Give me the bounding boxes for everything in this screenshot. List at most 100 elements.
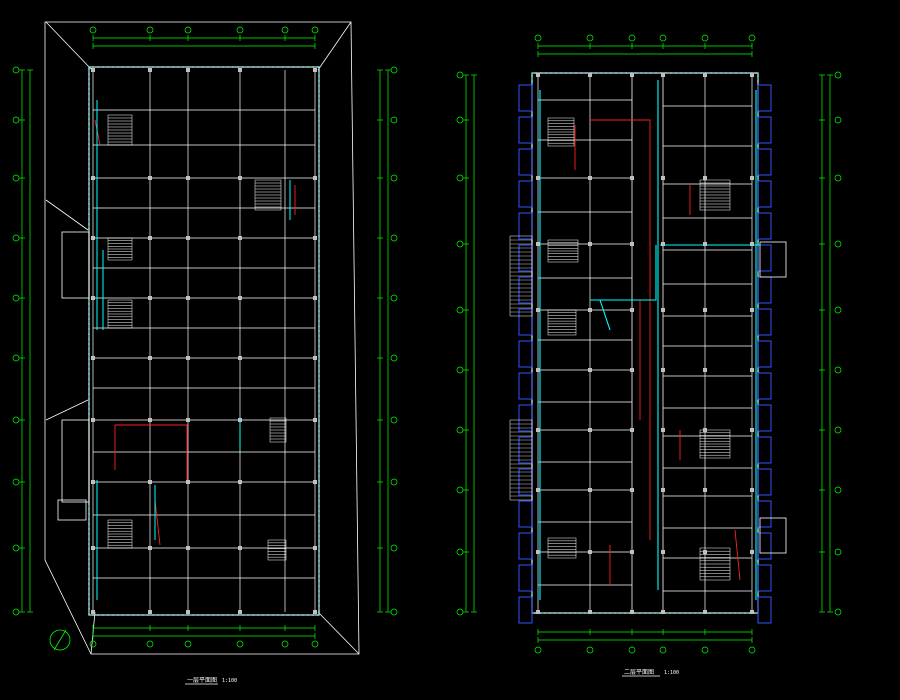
column-marker [186, 546, 190, 550]
axis-bubble-icon [534, 646, 542, 654]
window-unit [757, 84, 772, 112]
column-marker [148, 546, 152, 550]
column-marker [703, 176, 707, 180]
left-roof-outline [44, 21, 360, 655]
axis-bubble-icon [456, 71, 464, 79]
column-marker [630, 176, 634, 180]
north-arrow-icon [49, 629, 71, 651]
column-marker [536, 242, 540, 246]
left-plan-title-block: 一层平面图 1:100 [185, 677, 237, 685]
column-marker [630, 242, 634, 246]
left-staircases [107, 114, 287, 561]
window-unit [518, 116, 533, 144]
right-top-dimensions [534, 34, 756, 57]
axis-bubble-icon [834, 548, 842, 556]
stair-outline [267, 539, 287, 561]
column-marker [91, 236, 95, 240]
axis-bubble-icon [12, 174, 20, 182]
column-marker [588, 488, 592, 492]
column-marker [148, 418, 152, 422]
axis-bubble-icon [834, 486, 842, 494]
column-marker [186, 356, 190, 360]
column-marker [238, 480, 242, 484]
right-left-dimensions [456, 71, 477, 616]
window-unit [757, 596, 772, 624]
axis-bubble-icon [628, 646, 636, 654]
column-marker [750, 242, 754, 246]
window-unit [518, 372, 533, 400]
column-marker [238, 546, 242, 550]
window-unit [518, 84, 533, 112]
left-plan-title: 一层平面图 [187, 677, 217, 684]
axis-bubble-icon [586, 646, 594, 654]
column-marker [536, 550, 540, 554]
axis-bubble-icon [390, 66, 398, 74]
left-plan-scale: 1:100 [222, 678, 237, 684]
right-east-canopy-2 [759, 517, 787, 554]
column-marker [750, 73, 754, 77]
window-unit [757, 116, 772, 144]
window-unit [757, 180, 772, 208]
left-top-dimensions [89, 26, 319, 49]
column-marker [588, 176, 592, 180]
axis-bubble-icon [456, 240, 464, 248]
window-unit [757, 532, 772, 560]
axis-bubble-icon [748, 646, 756, 654]
window-unit [757, 564, 772, 592]
column-marker [186, 610, 190, 614]
column-marker [186, 418, 190, 422]
column-marker [703, 610, 707, 614]
column-marker [661, 550, 665, 554]
window-unit [757, 468, 772, 496]
axis-bubble-icon [628, 34, 636, 42]
column-marker [630, 550, 634, 554]
axis-bubble-icon [390, 174, 398, 182]
right-plan-title: 二层平面图 [624, 669, 654, 676]
column-marker [630, 308, 634, 312]
left-cyan-pipes [96, 100, 291, 600]
axis-bubble-icon [12, 478, 20, 486]
column-marker [313, 546, 317, 550]
axis-bubble-icon [184, 640, 192, 648]
axis-bubble-icon [12, 66, 20, 74]
window-unit [518, 404, 533, 432]
axis-bubble-icon [184, 26, 192, 34]
column-marker [703, 488, 707, 492]
axis-bubble-icon [236, 26, 244, 34]
axis-bubble-icon [659, 646, 667, 654]
column-marker [186, 176, 190, 180]
window-unit [518, 180, 533, 208]
right-plan-title-block: 二层平面图 1:100 [622, 669, 679, 677]
window-unit [757, 372, 772, 400]
column-marker [148, 68, 152, 72]
axis-bubble-icon [146, 26, 154, 34]
column-marker [313, 236, 317, 240]
axis-bubble-icon [834, 174, 842, 182]
axis-bubble-icon [390, 478, 398, 486]
column-marker [588, 610, 592, 614]
axis-bubble-icon [390, 416, 398, 424]
axis-bubble-icon [236, 640, 244, 648]
right-floor-plan: 二层平面图 1:100 [456, 34, 842, 677]
column-marker [148, 296, 152, 300]
right-plan-scale: 1:100 [664, 670, 679, 676]
column-marker [536, 308, 540, 312]
column-marker [148, 176, 152, 180]
column-marker [661, 610, 665, 614]
window-unit [757, 436, 772, 464]
axis-bubble-icon [456, 426, 464, 434]
column-marker [238, 236, 242, 240]
axis-bubble-icon [12, 608, 20, 616]
window-unit [757, 500, 772, 528]
axis-bubble-icon [834, 240, 842, 248]
left-columns [91, 68, 317, 614]
window-unit [518, 532, 533, 560]
column-marker [588, 308, 592, 312]
column-marker [630, 610, 634, 614]
column-marker [313, 68, 317, 72]
column-marker [238, 68, 242, 72]
window-unit [518, 596, 533, 624]
column-marker [630, 73, 634, 77]
